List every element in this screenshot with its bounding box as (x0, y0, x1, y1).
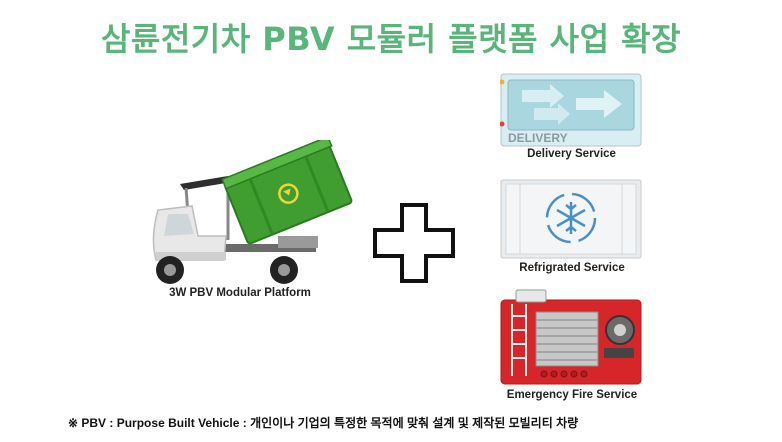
rear-wheel (270, 256, 298, 284)
three-wheeler-illustration (152, 140, 353, 284)
green-bin (221, 140, 353, 245)
fire-hose-icon (604, 315, 635, 358)
footnote: ※ PBV : Purpose Built Vehicle : 개인이나 기업의… (68, 416, 579, 430)
cab-roof (180, 176, 232, 190)
vehicle-caption: 3W PBV Modular Platform (169, 287, 311, 299)
refrigerated-service-label: Refrigrated Service (519, 262, 625, 274)
delivery-arrows-icon (522, 84, 622, 125)
recycle-icon (278, 183, 299, 204)
ladder (511, 304, 527, 376)
delivery-service-label: Delivery Service (527, 148, 616, 160)
snowflake-icon (545, 192, 597, 244)
chassis-frame (206, 244, 316, 252)
fire-service-label: Emergency Fire Service (506, 389, 638, 401)
fire-module (500, 289, 642, 385)
refrigerated-module (500, 179, 642, 259)
roller-shutter (535, 311, 599, 367)
delivery-module: DELIVERY (500, 73, 642, 147)
plus-outline-icon (373, 203, 455, 283)
windshield (164, 214, 194, 236)
front-wheel (156, 256, 184, 284)
delivery-side-text: DELIVERY (508, 131, 568, 145)
page-title: 삼륜전기차 PBV 모듈러 플랫폼 사업 확장 (100, 20, 682, 58)
